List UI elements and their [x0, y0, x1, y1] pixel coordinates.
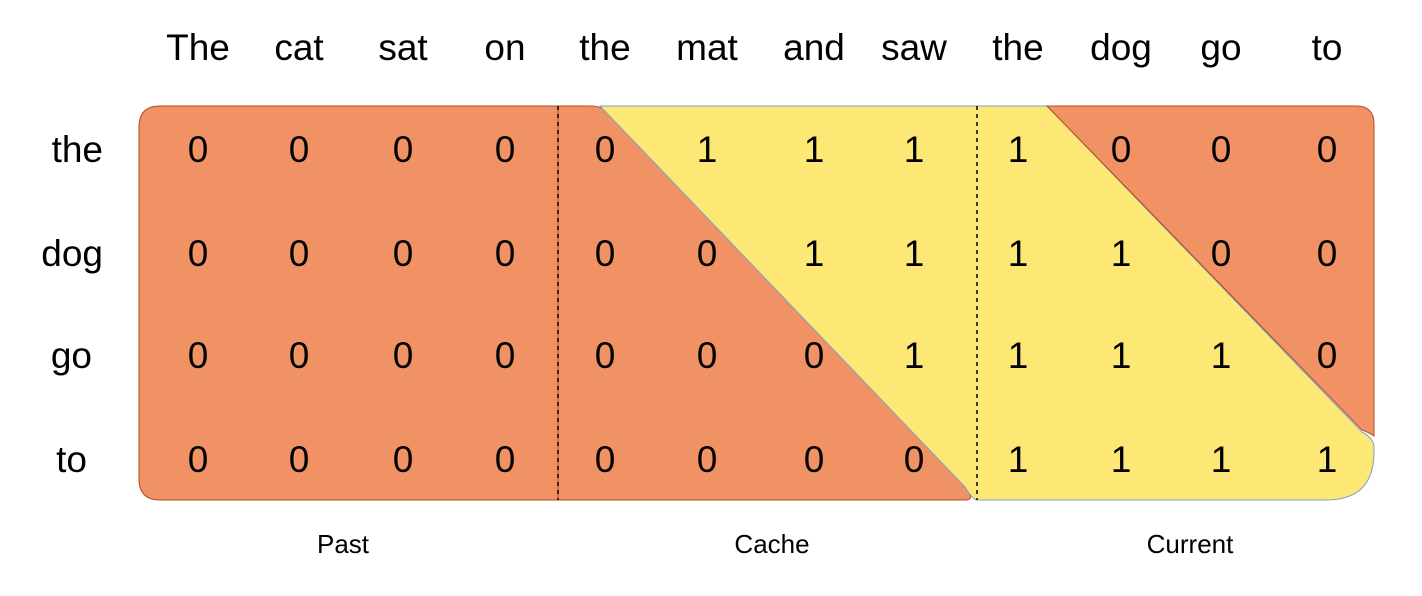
mask-cell: 1 [1008, 335, 1029, 376]
mask-cell: 0 [188, 129, 209, 170]
column-token: dog [1090, 27, 1152, 68]
mask-cell: 1 [1211, 439, 1232, 480]
mask-cell: 0 [289, 233, 310, 274]
mask-cell: 0 [393, 233, 414, 274]
mask-cell: 1 [1211, 335, 1232, 376]
mask-cell: 0 [1111, 129, 1132, 170]
mask-cell: 0 [804, 335, 825, 376]
section-label-current: Current [1147, 529, 1234, 559]
mask-cell: 0 [393, 335, 414, 376]
mask-cell: 1 [1008, 129, 1029, 170]
past-masked-region [138, 105, 559, 501]
mask-cell: 0 [188, 439, 209, 480]
mask-cell: 0 [289, 335, 310, 376]
mask-cell: 0 [697, 335, 718, 376]
mask-cell: 1 [804, 233, 825, 274]
mask-cell: 0 [1211, 129, 1232, 170]
mask-cell: 1 [904, 335, 925, 376]
mask-cell: 1 [1111, 439, 1132, 480]
column-token: the [579, 27, 630, 68]
mask-cell: 0 [393, 439, 414, 480]
mask-cell: 1 [697, 129, 718, 170]
column-token: mat [676, 27, 738, 68]
mask-cell: 0 [289, 129, 310, 170]
column-token-row: The cat sat on the mat and saw the dog g… [166, 27, 1342, 68]
mask-cells: 0 0 0 0 0 1 1 1 1 0 0 0 0 0 0 0 0 0 1 1 1 1 0 0 0 0 0 0 0 0 0 1 1 1 1 0 0 0 0 0… [188, 129, 1338, 480]
mask-cell: 0 [595, 129, 616, 170]
column-token: go [1200, 27, 1241, 68]
row-token: to [56, 439, 87, 480]
mask-cell: 1 [904, 129, 925, 170]
column-token: cat [274, 27, 324, 68]
column-token: saw [881, 27, 947, 68]
mask-cell: 0 [495, 233, 516, 274]
current-masked-region [1045, 105, 1375, 437]
mask-cell: 0 [804, 439, 825, 480]
row-token-column: the dog go to [41, 129, 103, 480]
column-token: sat [378, 27, 428, 68]
mask-cell: 1 [804, 129, 825, 170]
mask-cell: 1 [904, 233, 925, 274]
mask-cell: 0 [495, 129, 516, 170]
mask-cell: 0 [1317, 233, 1338, 274]
mask-cell: 1 [1111, 335, 1132, 376]
mask-cell: 0 [904, 439, 925, 480]
mask-cell: 0 [188, 233, 209, 274]
mask-cell: 0 [393, 129, 414, 170]
mask-cell: 0 [595, 439, 616, 480]
visible-band-region [598, 105, 1375, 501]
mask-cell: 1 [1111, 233, 1132, 274]
column-token: on [484, 27, 525, 68]
mask-cell: 0 [1211, 233, 1232, 274]
section-label-past: Past [317, 529, 370, 559]
mask-cell: 0 [1317, 129, 1338, 170]
column-token: and [783, 27, 845, 68]
mask-cell: 0 [188, 335, 209, 376]
mask-cell: 0 [495, 439, 516, 480]
mask-cell: 0 [1317, 335, 1338, 376]
section-labels: Past Cache Current [317, 529, 1234, 559]
row-token: dog [41, 233, 103, 274]
mask-cell: 0 [697, 439, 718, 480]
column-token: The [166, 27, 230, 68]
mask-cell: 0 [595, 335, 616, 376]
section-label-cache: Cache [734, 529, 809, 559]
row-token: the [52, 129, 103, 170]
mask-cell: 0 [289, 439, 310, 480]
mask-cell: 1 [1008, 233, 1029, 274]
row-token: go [51, 335, 92, 376]
mask-cell: 1 [1317, 439, 1338, 480]
mask-cell: 0 [697, 233, 718, 274]
mask-cell: 1 [1008, 439, 1029, 480]
column-token: the [992, 27, 1043, 68]
mask-cell: 0 [495, 335, 516, 376]
grid-regions [138, 105, 1375, 501]
column-token: to [1312, 27, 1343, 68]
mask-cell: 0 [595, 233, 616, 274]
